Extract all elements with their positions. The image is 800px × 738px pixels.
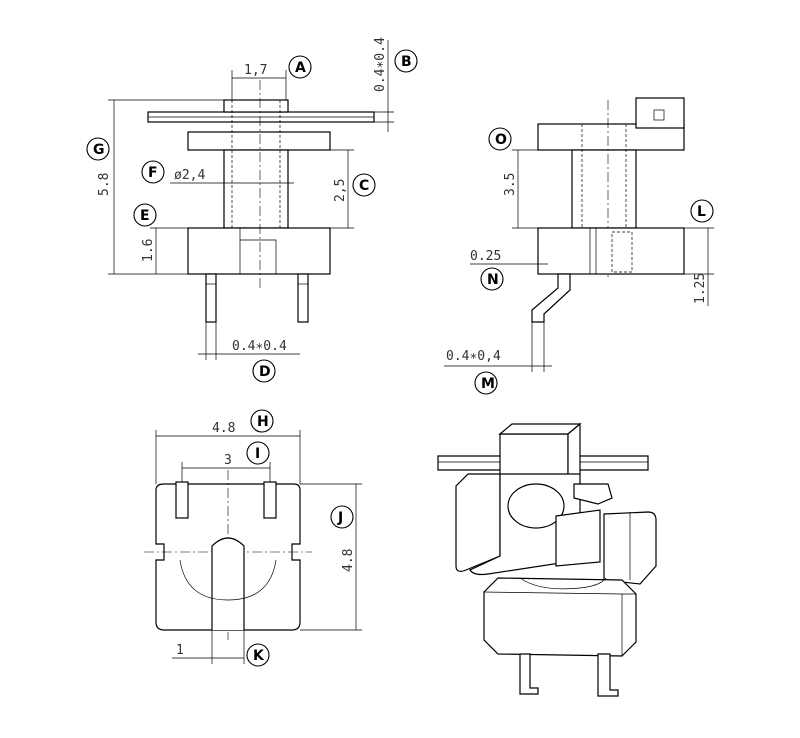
label-g: G <box>93 142 105 158</box>
side-view: 3.5 O 1.25 L 0.25 N 0.4∗0,4 M <box>444 97 714 395</box>
dim-pin-size-top: 0.4∗0.4 <box>373 37 388 92</box>
dim-pin-pitch-top: 1,7 <box>244 63 267 78</box>
label-b: B <box>401 54 412 70</box>
label-e: E <box>140 208 150 224</box>
label-l: L <box>697 204 706 220</box>
dim-flange-height: 2,5 <box>333 179 348 202</box>
label-m: M <box>481 376 495 392</box>
dim-width-bottom: 4.8 <box>212 421 235 436</box>
dim-pin-size-side: 0.4∗0,4 <box>446 349 501 364</box>
label-j: J <box>337 510 343 526</box>
dim-standoff: 1.25 <box>693 273 708 304</box>
dim-pin-pitch-bottom: 3 <box>224 453 232 468</box>
label-o: O <box>495 132 507 148</box>
dim-base-height: 1.6 <box>141 239 156 262</box>
dim-depth-bottom: 4.8 <box>341 549 356 572</box>
label-h: H <box>257 414 269 430</box>
dim-bore-diameter: ø2,4 <box>174 168 205 183</box>
dim-slot-width: 1 <box>176 643 184 658</box>
label-c: C <box>359 178 369 194</box>
label-n: N <box>487 272 499 288</box>
label-i: I <box>255 446 260 462</box>
label-a: A <box>295 60 306 76</box>
label-f: F <box>148 165 158 181</box>
dim-total-height: 5.8 <box>97 173 112 196</box>
bottom-view: 4.8 H 3 I 4.8 J 1 K <box>144 409 362 667</box>
dim-offset: 0.25 <box>470 249 501 264</box>
label-d: D <box>259 364 271 380</box>
front-view: 1,7 A 0.4∗0.4 B 5.8 G ø2,4 F 2,5 C 1.6 <box>86 37 418 383</box>
label-k: K <box>253 648 265 664</box>
dim-pin-size-front: 0.4∗0.4 <box>232 339 287 354</box>
isometric-view <box>437 422 657 697</box>
dim-window-height: 3.5 <box>503 173 518 196</box>
